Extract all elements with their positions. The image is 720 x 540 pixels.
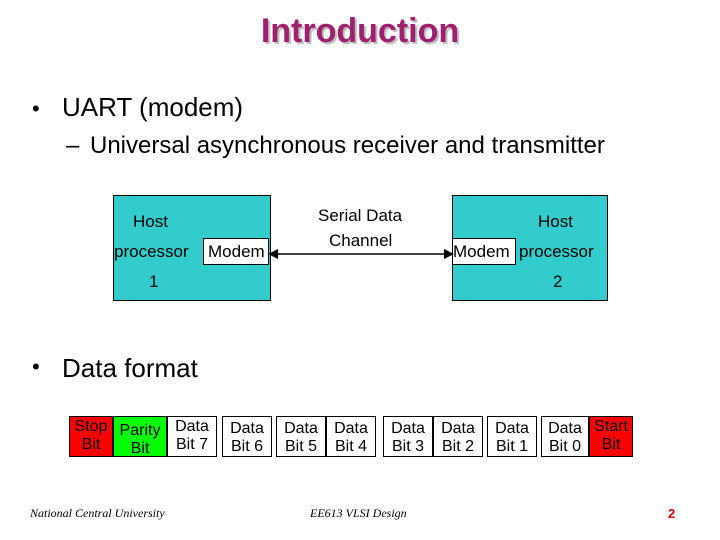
- frame-bit-line2: Bit 6: [230, 438, 263, 455]
- frame-bit-line1: Data: [548, 420, 582, 437]
- left-modem-box: Modem: [203, 238, 269, 265]
- bullet-dot-icon: •: [32, 354, 40, 379]
- frame-bit-data-1: Data Bit 1: [487, 416, 537, 457]
- left-host-label: Host: [133, 212, 168, 231]
- frame-bit-line1: Parity: [119, 422, 161, 439]
- frame-bit-line2: Bit 7: [175, 436, 208, 453]
- right-modem-label: Modem: [453, 242, 510, 261]
- right-number: 2: [553, 272, 563, 291]
- bullet-dot-icon: •: [32, 96, 40, 121]
- frame-bit-line2: Bit: [601, 436, 621, 453]
- right-host-label: Host: [538, 212, 573, 231]
- footer-university: National Central University: [30, 506, 165, 520]
- frame-bit-line1: Data: [391, 420, 425, 437]
- channel-label-line1: Serial Data: [318, 206, 403, 225]
- frame-bit-data-7: Data Bit 7: [167, 416, 217, 457]
- frame-bit-parity: Parity Bit: [113, 416, 167, 457]
- channel-label-line2: Channel: [329, 231, 393, 250]
- right-modem-box: Modem: [452, 238, 516, 265]
- channel-double-arrow-icon: [268, 249, 454, 259]
- frame-bit-line1: Data: [230, 420, 264, 437]
- slide-title: Introduction: [260, 12, 460, 50]
- frame-bit-data-0: Data Bit 0: [541, 416, 589, 457]
- frame-bit-line1: Data: [334, 420, 368, 437]
- left-modem-label: Modem: [208, 242, 265, 261]
- frame-bit-line2: Bit 3: [391, 438, 424, 455]
- frame-bit-line2: Bit 4: [334, 438, 367, 455]
- frame-bit-line1: Data: [175, 418, 209, 435]
- frame-bit-line2: Bit 1: [495, 438, 528, 455]
- left-processor-label: processor: [114, 242, 189, 261]
- page-number: 2: [668, 506, 676, 521]
- frame-bit-data-6: Data Bit 6: [222, 416, 272, 457]
- right-processor-label: processor: [519, 242, 594, 261]
- frame-bit-line2: Bit 2: [441, 438, 474, 455]
- sub-bullet-uart-desc: Universal asynchronous receiver and tran…: [90, 132, 605, 159]
- bullet-uart: UART (modem): [62, 92, 244, 122]
- frame-bit-start: Start Bit: [589, 416, 633, 457]
- frame-bit-line2: Bit: [81, 436, 101, 453]
- frame-bit-line2: Bit: [130, 440, 150, 457]
- frame-bit-data-4: Data Bit 4: [326, 416, 376, 457]
- frame-bit-line2: Bit 5: [284, 438, 317, 455]
- frame-bit-line1: Stop: [74, 418, 108, 435]
- frame-bit-line1: Data: [284, 420, 318, 437]
- sub-bullet-dash-icon: –: [66, 132, 80, 159]
- frame-bit-data-5: Data Bit 5: [276, 416, 326, 457]
- frame-bit-data-2: Data Bit 2: [433, 416, 483, 457]
- frame-bit-stop: Stop Bit: [69, 416, 113, 457]
- left-number: 1: [149, 272, 159, 291]
- footer-course: EE613 VLSI Design: [310, 506, 407, 520]
- frame-bit-data-3: Data Bit 3: [383, 416, 433, 457]
- bullet-data-format: Data format: [62, 353, 198, 383]
- frame-bit-line1: Data: [441, 420, 475, 437]
- frame-bit-line1: Start: [594, 418, 628, 435]
- frame-bit-line1: Data: [495, 420, 529, 437]
- frame-bit-line2: Bit 0: [548, 438, 581, 455]
